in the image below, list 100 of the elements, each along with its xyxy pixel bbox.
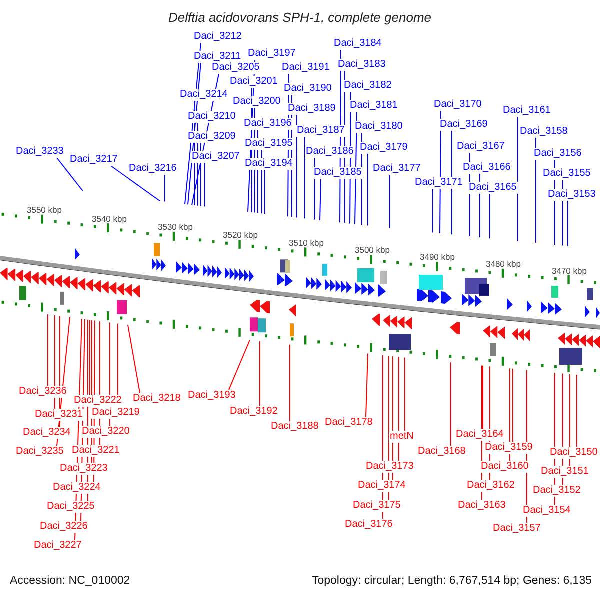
gene-label: Daci_3163	[457, 500, 507, 512]
gene-label: Daci_3154	[522, 505, 572, 517]
gene-label: Daci_3196	[243, 118, 293, 130]
gene-label: Daci_3168	[417, 446, 467, 458]
gene-label: Daci_3188	[270, 421, 320, 433]
gene-label: Daci_3194	[244, 158, 294, 170]
scale-label: 3470 kbp	[552, 266, 587, 276]
gene-label: Daci_3177	[372, 163, 422, 175]
gene-label: Daci_3157	[492, 523, 542, 535]
gene-label: Daci_3190	[283, 83, 333, 95]
gene-label: Daci_3151	[540, 466, 590, 478]
leader-line	[404, 357, 406, 432]
gene-label: Daci_3184	[333, 38, 383, 50]
gene-label: Daci_3200	[232, 96, 282, 108]
gene-label: Daci_3158	[519, 126, 569, 138]
gene-label: Daci_3233	[15, 146, 65, 158]
gene-label: Daci_3205	[211, 62, 261, 74]
gene-label: Daci_3234	[22, 427, 72, 439]
gene-label: metN	[389, 431, 415, 443]
gene-label: Daci_3201	[229, 76, 279, 88]
gene-label: Daci_3207	[191, 151, 241, 163]
leader-line	[450, 362, 452, 446]
gene-label: Daci_3176	[344, 519, 394, 531]
gene-label: Daci_3212	[193, 31, 243, 43]
gene-label: Daci_3159	[484, 442, 534, 454]
leader-line	[204, 162, 206, 208]
gene-label: Daci_3210	[187, 111, 237, 123]
accession-text: Accession: NC_010002	[10, 575, 130, 588]
scale-label: 3490 kbp	[420, 252, 455, 262]
gene-label: Daci_3174	[357, 480, 407, 492]
leader-line	[482, 365, 484, 430]
gene-label: Daci_3186	[305, 146, 355, 158]
gene-label: Daci_3167	[456, 141, 506, 153]
gene-label: Daci_3224	[52, 482, 102, 494]
gene-label: Daci_3169	[439, 119, 489, 131]
gene-label: Daci_3218	[132, 393, 182, 405]
leader-line	[164, 174, 166, 202]
gene-label: Daci_3155	[542, 168, 592, 180]
gene-label: Daci_3209	[187, 131, 237, 143]
leader-line	[264, 170, 266, 214]
gene-label: Daci_3180	[354, 121, 404, 133]
gene-label: Daci_3221	[71, 445, 121, 457]
gene-label: Daci_3197	[247, 48, 297, 60]
gene-label: Daci_3171	[414, 177, 464, 189]
scale-label: 3510 kbp	[289, 238, 324, 248]
gene-label: Daci_3150	[549, 447, 599, 459]
leader-line	[110, 166, 160, 202]
gene-label: Daci_3166	[462, 162, 512, 174]
scale-label: 3520 kbp	[223, 230, 258, 240]
scale-label: 3530 kbp	[158, 222, 193, 232]
gene-label: Daci_3226	[39, 521, 89, 533]
leader-line	[512, 368, 514, 442]
gene-label: Daci_3187	[296, 125, 346, 137]
gene-label: Daci_3175	[352, 500, 402, 512]
gene-label: Daci_3170	[433, 99, 483, 111]
leader-line	[432, 188, 434, 234]
gene-label: Daci_3216	[128, 163, 178, 175]
gene-label: Daci_3161	[502, 105, 552, 117]
gene-label: Daci_3231	[34, 409, 84, 421]
scale-label: 3480 kbp	[486, 259, 521, 270]
leader-line	[398, 356, 400, 462]
leader-line	[296, 114, 298, 218]
scale-label: 3550 kbp	[27, 205, 62, 216]
gene-label: Daci_3153	[547, 189, 597, 201]
gene-label: Daci_3183	[337, 59, 387, 71]
gene-label: Daci_3211	[193, 51, 242, 63]
leader-line	[576, 374, 578, 448]
gene-label: Daci_3214	[179, 89, 229, 101]
gene-label: Daci_3189	[287, 103, 337, 115]
gene-label: Daci_3225	[46, 501, 96, 513]
gene-label: Daci_3160	[480, 461, 530, 473]
gene-label: Daci_3185	[313, 167, 363, 179]
gene-label: Daci_3173	[365, 461, 415, 473]
gene-label: Daci_3182	[343, 80, 393, 92]
leader-line	[128, 324, 140, 394]
gene-label: Daci_3181	[349, 100, 399, 112]
gene-label: Daci_3227	[33, 540, 83, 552]
gene-label: Daci_3162	[466, 480, 516, 492]
gene-label: Daci_3222	[73, 395, 123, 407]
gene-label: Daci_3192	[229, 406, 279, 418]
genome-summary: Topology: circular; Length: 6,767,514 bp; Genes: 6,135	[312, 575, 592, 588]
gene-label: Daci_3193	[187, 390, 237, 402]
gene-label: Daci_3191	[281, 62, 331, 74]
gene-label: Daci_3179	[359, 142, 409, 154]
gene-label: Daci_3195	[244, 138, 294, 150]
leader-line	[366, 353, 368, 418]
gene-label: Daci_3152	[532, 485, 582, 497]
scale-label: 3540 kbp	[92, 214, 127, 224]
leader-line	[56, 158, 84, 192]
chart-title: Delftia acidovorans SPH-1, complete genome	[167, 10, 433, 25]
gene-label: Daci_3165	[468, 182, 518, 194]
gene-label: Daci_3220	[81, 426, 131, 438]
gene-label: Daci_3164	[455, 429, 505, 441]
leader-line	[320, 178, 322, 221]
gene-label: Daci_3178	[324, 417, 374, 429]
leader-line	[54, 315, 56, 410]
gene-label: Daci_3217	[69, 154, 119, 166]
gene-label: Daci_3235	[15, 446, 65, 458]
gene-label: Daci_3219	[91, 407, 141, 419]
leader-line	[304, 136, 306, 220]
